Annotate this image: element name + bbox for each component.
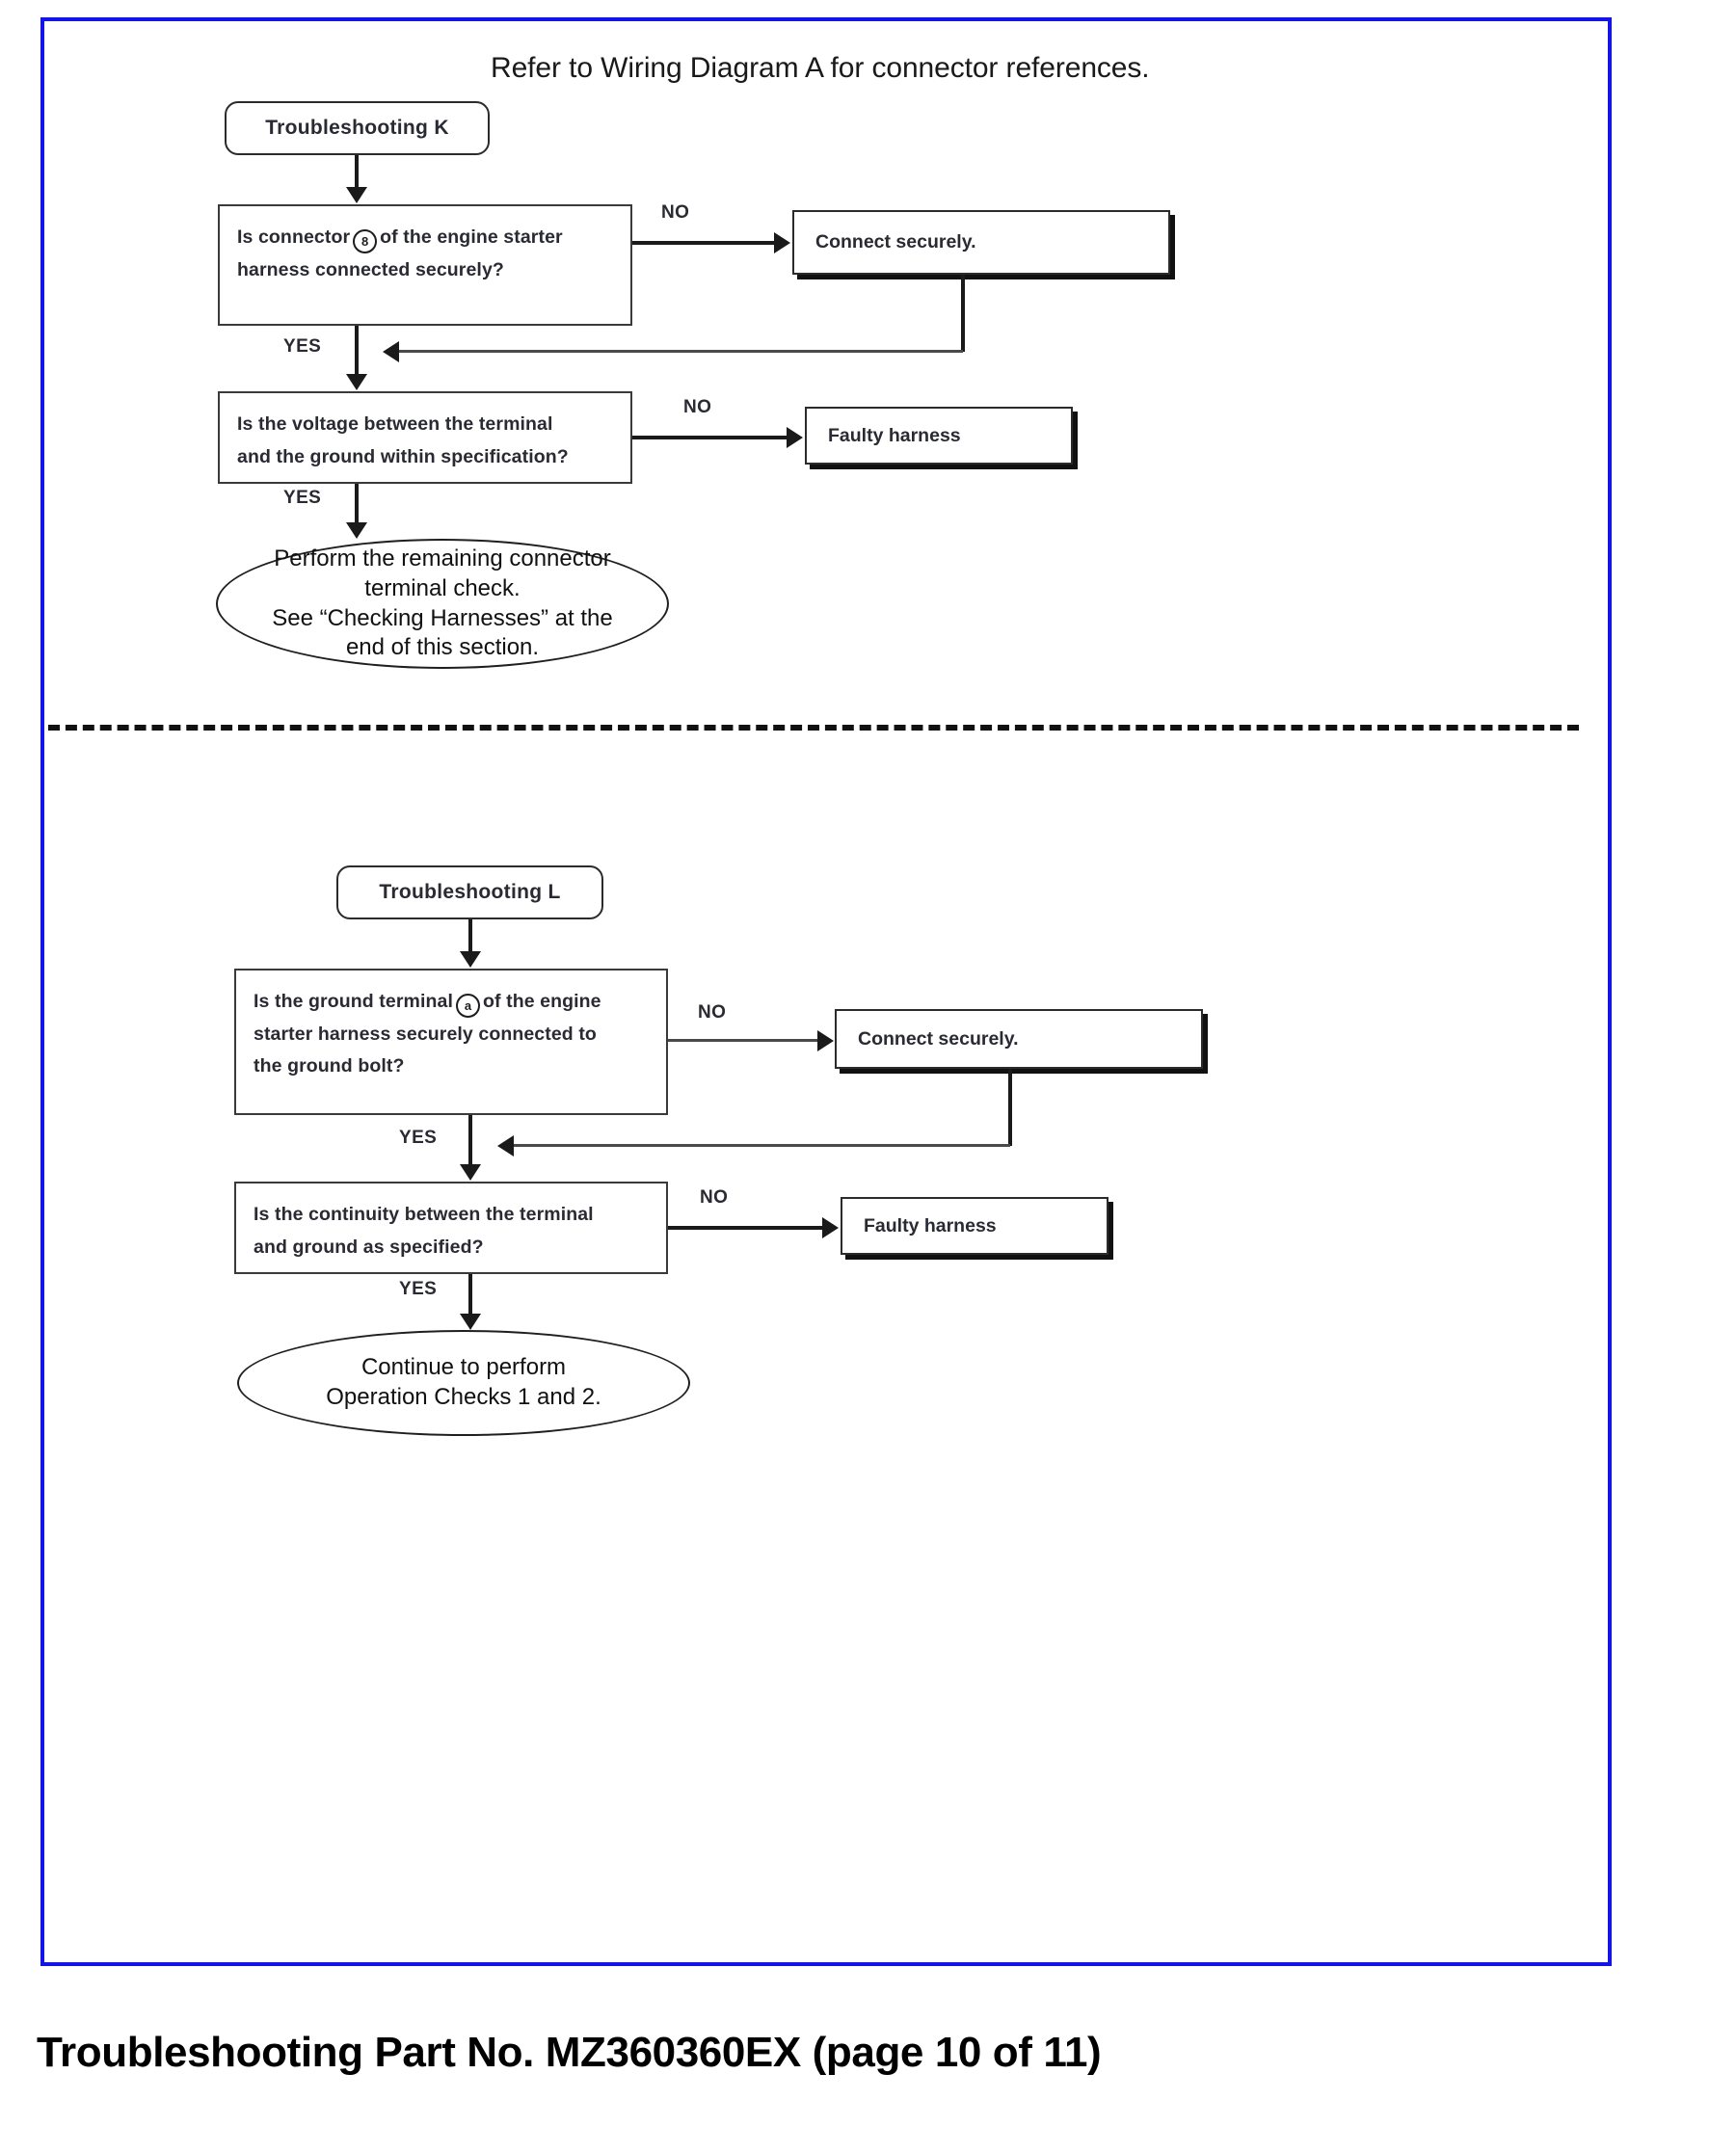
action-k-faulty-harness-label: Faulty harness bbox=[828, 424, 961, 446]
decision-k-q1-line2: harness connected securely? bbox=[237, 258, 504, 280]
header-note: Refer to Wiring Diagram A for connector … bbox=[491, 52, 1150, 84]
arrowhead-l-q2-yes bbox=[460, 1314, 481, 1330]
branch-line-l-q1-no bbox=[668, 1039, 822, 1042]
connector-l-q1-yes bbox=[468, 1115, 472, 1169]
feedback-line-k-vertical bbox=[961, 275, 965, 352]
arrowhead-k-start-to-q1 bbox=[346, 187, 367, 203]
branch-label-k-q1-yes: YES bbox=[283, 336, 322, 357]
page-border-frame: Refer to Wiring Diagram A for connector … bbox=[40, 17, 1612, 1966]
connector-k-q1-yes bbox=[355, 326, 359, 379]
connector-l-q2-yes bbox=[468, 1274, 472, 1318]
decision-l-q2-line1: Is the continuity between the terminal bbox=[254, 1204, 594, 1225]
action-box-k-connect-securely: Connect securely. bbox=[792, 210, 1170, 275]
branch-label-k-q2-no: NO bbox=[683, 397, 712, 417]
action-box-l-faulty-harness: Faulty harness bbox=[841, 1197, 1108, 1255]
terminal-node-l: Continue to perform Operation Checks 1 a… bbox=[237, 1330, 690, 1436]
connector-ref-icon: 8 bbox=[353, 229, 378, 253]
branch-line-k-q2-no bbox=[632, 436, 791, 439]
branch-label-k-q2-yes: YES bbox=[283, 488, 322, 508]
terminal-l-line1: Continue to perform bbox=[361, 1354, 567, 1381]
arrowhead-l-feedback bbox=[497, 1135, 514, 1157]
action-l-faulty-harness-label: Faulty harness bbox=[864, 1214, 997, 1237]
start-node-troubleshooting-l: Troubleshooting L bbox=[336, 865, 603, 919]
arrowhead-k-q1-yes bbox=[346, 374, 367, 390]
arrowhead-k-q2-yes bbox=[346, 522, 367, 539]
terminal-k-line4: end of this section. bbox=[345, 634, 540, 661]
arrowhead-l-start-to-q1 bbox=[460, 951, 481, 968]
branch-line-k-q1-no bbox=[632, 241, 779, 245]
decision-box-k-q2: Is the voltage between the terminal and … bbox=[218, 391, 632, 484]
arrowhead-k-q2-no bbox=[787, 427, 803, 448]
footer-caption: Troubleshooting Part No. MZ360360EX (pag… bbox=[37, 2029, 1102, 2076]
terminal-node-k: Perform the remaining connector terminal… bbox=[216, 539, 669, 669]
branch-label-l-q2-yes: YES bbox=[399, 1279, 438, 1299]
terminal-k-line3: See “Checking Harnesses” at the bbox=[272, 604, 613, 631]
decision-k-q2-line1: Is the voltage between the terminal bbox=[237, 413, 553, 435]
branch-line-l-q2-no bbox=[668, 1226, 827, 1230]
action-box-l-connect-securely: Connect securely. bbox=[835, 1009, 1203, 1069]
start-node-k-label: Troubleshooting K bbox=[265, 117, 449, 139]
arrowhead-k-q1-no bbox=[774, 232, 790, 253]
decision-k-q1-text1: Is connector bbox=[237, 226, 351, 248]
decision-l-q1-line3: the ground bolt? bbox=[254, 1055, 405, 1077]
arrowhead-l-q1-yes bbox=[460, 1164, 481, 1181]
diagram-canvas: Refer to Wiring Diagram A for connector … bbox=[44, 21, 1608, 1962]
section-divider bbox=[48, 725, 1579, 731]
decision-l-q2-line2: and ground as specified? bbox=[254, 1236, 484, 1258]
connector-k-q2-yes bbox=[355, 484, 359, 527]
branch-label-l-q1-yes: YES bbox=[399, 1128, 438, 1148]
ground-terminal-ref-icon: a bbox=[455, 994, 480, 1018]
feedback-line-l-horizontal bbox=[514, 1144, 1010, 1147]
feedback-line-k-horizontal bbox=[399, 350, 963, 353]
decision-l-q1-text1: Is the ground terminal bbox=[254, 991, 453, 1012]
branch-label-l-q2-no: NO bbox=[700, 1187, 729, 1208]
terminal-l-line2: Operation Checks 1 and 2. bbox=[326, 1384, 601, 1410]
decision-l-q1-text2: of the engine bbox=[482, 991, 601, 1012]
start-node-l-label: Troubleshooting L bbox=[379, 881, 561, 903]
decision-k-q1-text2: of the engine starter bbox=[380, 226, 563, 248]
arrowhead-l-q1-no bbox=[817, 1030, 834, 1051]
connector-l-start-to-q1 bbox=[468, 919, 472, 956]
decision-k-q2-line2: and the ground within specification? bbox=[237, 445, 569, 467]
terminal-k-line2: terminal check. bbox=[364, 574, 521, 601]
arrowhead-k-feedback bbox=[383, 341, 399, 362]
decision-box-l-q2: Is the continuity between the terminal a… bbox=[234, 1182, 668, 1274]
terminal-k-line1: Perform the remaining connector bbox=[274, 545, 611, 572]
branch-label-l-q1-no: NO bbox=[698, 1002, 727, 1023]
decision-l-q1-line2: starter harness securely connected to bbox=[254, 1023, 597, 1045]
arrowhead-l-q2-no bbox=[822, 1217, 839, 1238]
action-l-connect-securely-label: Connect securely. bbox=[858, 1027, 1019, 1050]
branch-label-k-q1-no: NO bbox=[661, 202, 690, 223]
action-box-k-faulty-harness: Faulty harness bbox=[805, 407, 1073, 465]
connector-k-start-to-q1 bbox=[355, 155, 359, 192]
feedback-line-l-vertical bbox=[1008, 1069, 1012, 1146]
start-node-troubleshooting-k: Troubleshooting K bbox=[225, 101, 490, 155]
action-k-connect-securely-label: Connect securely. bbox=[815, 231, 976, 253]
